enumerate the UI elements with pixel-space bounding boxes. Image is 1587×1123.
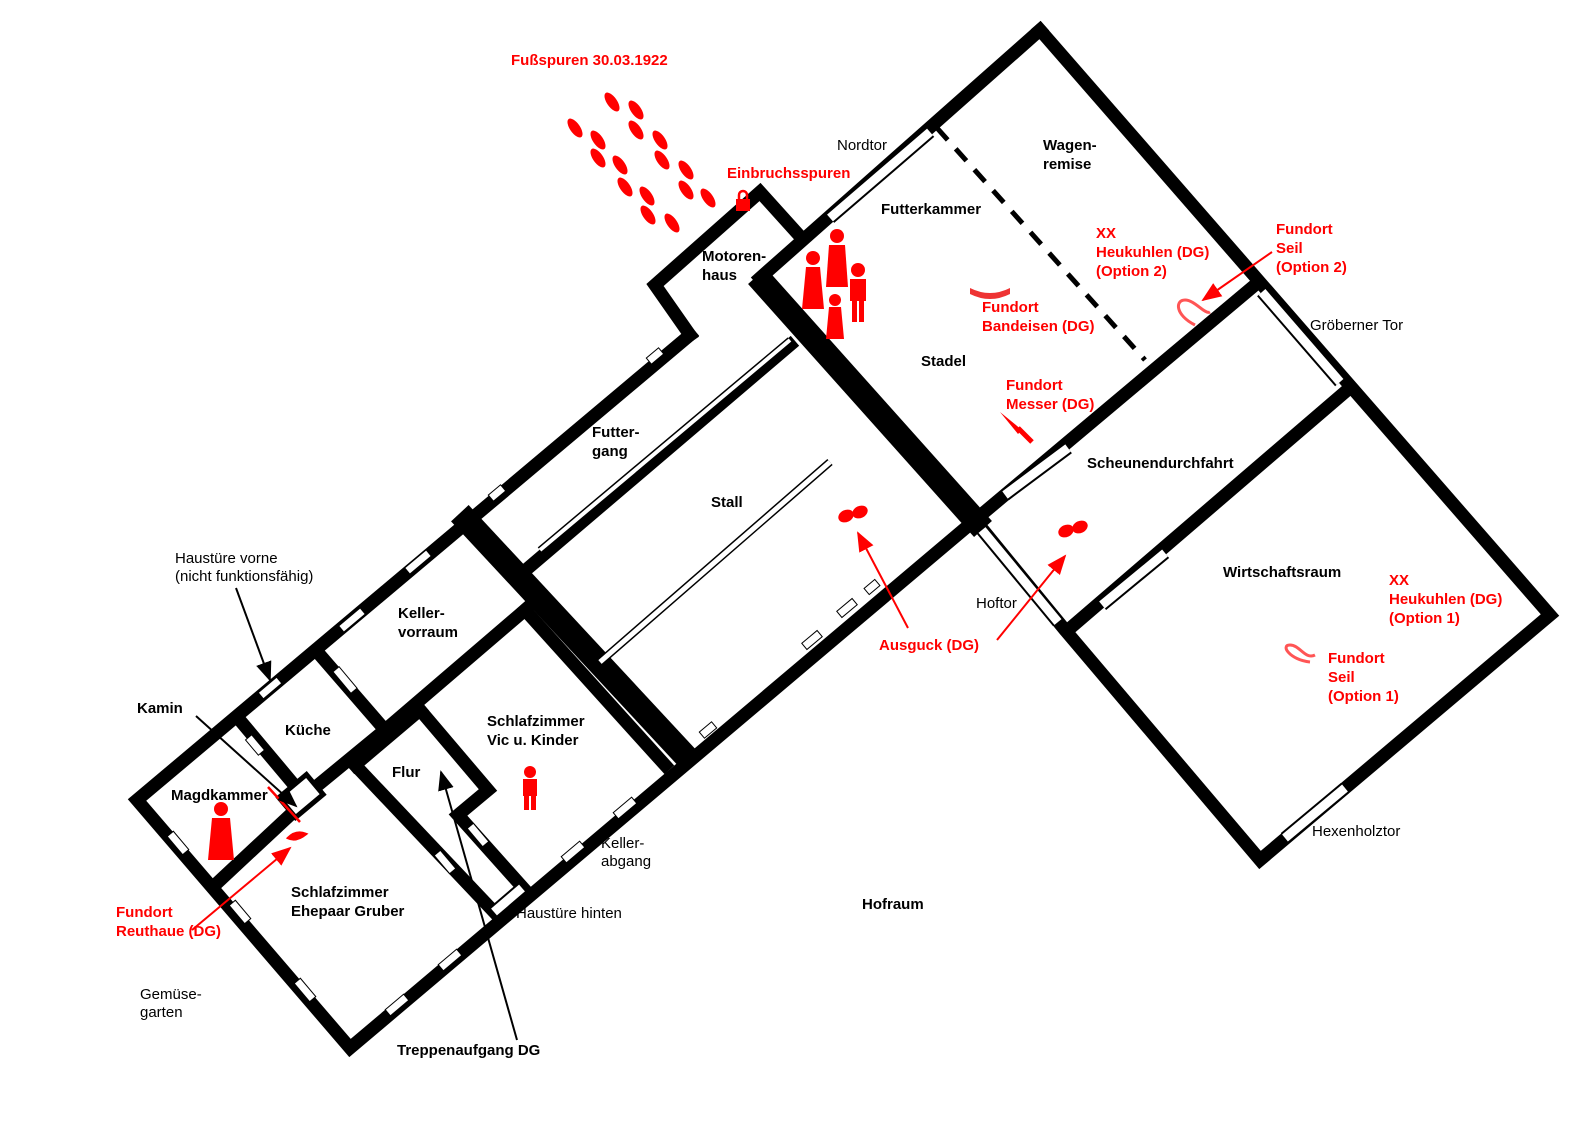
label-gemuesegarten: Gemüse-	[140, 986, 202, 1003]
room-schlafzimmer-vic: Schlafzimmer	[487, 713, 585, 730]
room-wagenremise: Wagen-	[1043, 137, 1097, 154]
label-kellerabgang: Keller-	[601, 835, 644, 852]
mattock-label: Fundort	[116, 904, 173, 921]
hay-opt2-label: (Option 2)	[1096, 263, 1167, 280]
room-futtergang: Futter-	[592, 424, 640, 441]
hay-opt2-label: XX	[1096, 225, 1116, 242]
room-flur: Flur	[392, 764, 420, 781]
label-hexenholztor: Hexenholztor	[1312, 823, 1400, 840]
footprints-label: Fußspuren 30.03.1922	[511, 52, 668, 69]
label-gemuesegarten: garten	[140, 1004, 183, 1021]
groeberner-tor-gate[interactable]	[1258, 289, 1344, 385]
wall-gruber-flur	[345, 755, 507, 925]
wall-flur	[410, 700, 535, 900]
hay-opt2-label: Heukuhlen (DG)	[1096, 244, 1209, 261]
room-scheunendurchfahrt: Scheunendurchfahrt	[1087, 455, 1234, 472]
dashed-divider	[935, 126, 1147, 362]
person-icon	[523, 766, 537, 810]
label-kellerabgang: abgang	[601, 853, 651, 870]
room-futterkammer: Futterkammer	[881, 201, 981, 218]
knife-label: Fundort	[1006, 377, 1063, 394]
wall-stadel-stall	[748, 268, 992, 537]
woman-icon	[208, 802, 234, 860]
label-kamin: Kamin	[137, 700, 183, 717]
knife-icon	[1000, 412, 1034, 444]
rope-opt1-label: Fundort	[1328, 650, 1385, 667]
label-groeberner-tor: Gröberner Tor	[1310, 317, 1403, 334]
rope-opt1-label: (Option 1)	[1328, 688, 1399, 705]
room-kellervorraum: vorraum	[398, 624, 458, 641]
wall-kueche-bottom	[302, 720, 395, 800]
label-haustuere-vorne: Haustüre vorne	[175, 550, 278, 567]
rope-opt2-label: Fundort	[1276, 221, 1333, 238]
arrows	[191, 251, 1273, 1041]
wall-futtergang	[510, 335, 800, 585]
room-schlafzimmer-gruber: Schlafzimmer	[291, 884, 389, 901]
binoculars-icon[interactable]	[836, 503, 870, 525]
wall-magd-bottom	[205, 805, 300, 895]
band-iron-label: Fundort	[982, 299, 1039, 316]
rope-opt2-label: (Option 2)	[1276, 259, 1347, 276]
rope-icon	[1284, 643, 1316, 664]
wall-flur-top	[345, 700, 430, 775]
band-iron-icon	[970, 288, 1010, 299]
label-hoftor: Hoftor	[976, 595, 1017, 612]
wall-stall-west	[451, 505, 695, 765]
rope-icon	[1177, 298, 1211, 327]
room-motorenhaus: haus	[702, 267, 737, 284]
knife-label: Messer (DG)	[1006, 396, 1094, 413]
room-schlafzimmer-vic: Vic u. Kinder	[487, 732, 579, 749]
binoculars-icon[interactable]	[1056, 518, 1090, 540]
room-schlafzimmer-gruber: Ehepaar Gruber	[291, 903, 405, 920]
room-stadel: Stadel	[921, 353, 966, 370]
hay-opt1-label: XX	[1389, 572, 1409, 589]
family-icon	[802, 229, 866, 339]
mattock-label: Reuthaue (DG)	[116, 923, 221, 940]
hay-opt1-label: (Option 1)	[1389, 610, 1460, 627]
footprints-icon	[567, 92, 716, 233]
rails	[537, 126, 1147, 666]
hay-opt1-label: Heukuhlen (DG)	[1389, 591, 1502, 608]
wall-vic-east	[515, 600, 675, 775]
break-in-label: Einbruchsspuren	[727, 165, 850, 182]
haustuere-hinten-door[interactable]	[491, 884, 525, 916]
room-motorenhaus: Motoren-	[702, 248, 766, 265]
room-kueche: Küche	[285, 722, 331, 739]
rope-opt1-label: Seil	[1328, 669, 1355, 686]
lock-icon	[736, 189, 750, 211]
room-kellervorraum: Keller-	[398, 605, 445, 622]
label-haustuere-hinten: Haustüre hinten	[516, 905, 622, 922]
room-wirtschaftsraum: Wirtschaftsraum	[1223, 564, 1341, 581]
band-iron-label: Bandeisen (DG)	[982, 318, 1095, 335]
room-magdkammer: Magdkammer	[171, 787, 268, 804]
room-stall: Stall	[711, 494, 743, 511]
lookout-label: Ausguck (DG)	[879, 637, 979, 654]
motorenhaus-walls	[646, 182, 807, 345]
room-wagenremise: remise	[1043, 156, 1091, 173]
area-hofraum: Hofraum	[862, 896, 924, 913]
label-haustuere-vorne: (nicht funktionsfähig)	[175, 568, 313, 585]
windows	[166, 347, 881, 1017]
room-futtergang: gang	[592, 443, 628, 460]
gates	[489, 127, 1350, 917]
hoftor-gate[interactable]	[978, 527, 1062, 625]
rope-opt2-label: Seil	[1276, 240, 1303, 257]
nordtor-gate[interactable]	[827, 128, 933, 222]
label-treppenaufgang: Treppenaufgang DG	[397, 1042, 540, 1059]
hexenholztor-gate[interactable]	[1282, 784, 1348, 842]
label-nordtor: Nordtor	[837, 137, 887, 154]
